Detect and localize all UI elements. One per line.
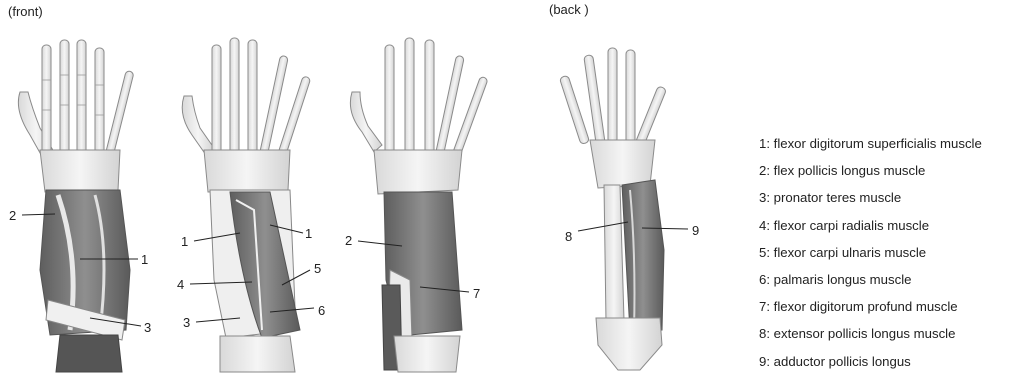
legend-item: 1: flexor digitorum superficialis muscle <box>759 130 982 157</box>
callout-label: 3 <box>144 320 151 335</box>
callout-label: 1 <box>141 252 148 267</box>
legend-item: 2: flex pollicis longus muscle <box>759 157 982 184</box>
forearm-illustration-front-deep: 2 7 <box>345 38 488 372</box>
legend-item: 6: palmaris longus muscle <box>759 266 982 293</box>
forearm-illustration-front-intermediate: 1 1 4 5 3 6 <box>177 38 325 372</box>
callout-label: 7 <box>473 286 480 301</box>
callout-label: 4 <box>177 277 184 292</box>
legend-item: 7: flexor digitorum profund muscle <box>759 293 982 320</box>
callout-label: 2 <box>9 208 16 223</box>
legend-item: 9: adductor pollicis longus <box>759 348 982 375</box>
legend-item: 4: flexor carpi radialis muscle <box>759 212 982 239</box>
callout-label: 1 <box>181 234 188 249</box>
callout-label: 1 <box>305 226 312 241</box>
callout-label: 2 <box>345 233 352 248</box>
legend-item: 3: pronator teres muscle <box>759 184 982 211</box>
forearm-illustration-back: 8 9 <box>559 48 699 370</box>
callout-label: 3 <box>183 315 190 330</box>
forearm-illustration-front-superficial: 2 1 3 <box>9 40 151 372</box>
muscle-legend: 1: flexor digitorum superficialis muscle… <box>759 130 982 375</box>
legend-item: 5: flexor carpi ulnaris muscle <box>759 239 982 266</box>
legend-item: 8: extensor pollicis longus muscle <box>759 320 982 347</box>
callout-label: 5 <box>314 261 321 276</box>
callout-label: 6 <box>318 303 325 318</box>
callout-label: 8 <box>565 229 572 244</box>
callout-label: 9 <box>692 223 699 238</box>
